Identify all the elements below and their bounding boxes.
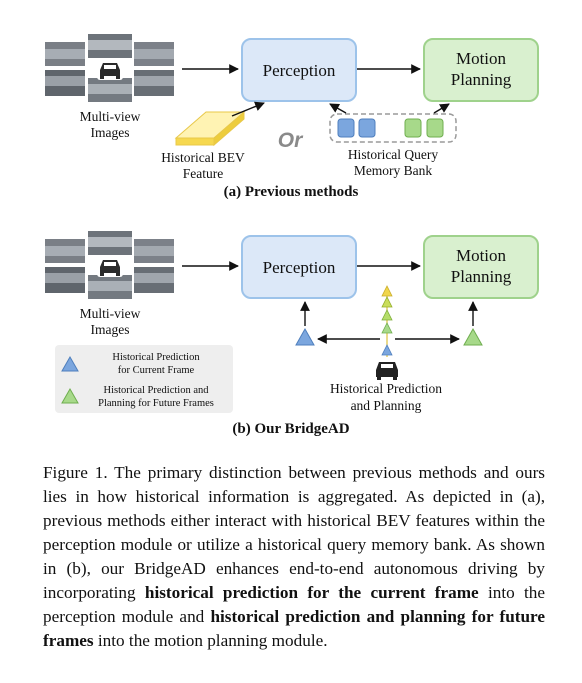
motion-planning-box-a <box>423 38 539 102</box>
legend-green-triangle <box>61 387 79 404</box>
ego-car-small-icon <box>376 362 398 380</box>
multi-view-images-b <box>45 231 174 299</box>
triangle-green-2 <box>381 322 393 334</box>
or-text: Or <box>278 129 304 152</box>
subcaption-b: (b) Our BridgeAD <box>232 421 349 437</box>
legend-item2-1: Historical Prediction and <box>104 385 210 396</box>
bev-label-2: Feature <box>183 166 223 181</box>
triangle-blue-current <box>295 327 315 346</box>
legend-item1-1: Historical Prediction <box>112 352 200 363</box>
triangle-green-1 <box>381 309 393 321</box>
legend-item1-2: for Current Frame <box>118 365 195 376</box>
perception-label-b: Perception <box>263 258 336 277</box>
caption-bold-2: historical prediction and planning for f… <box>43 607 545 650</box>
caption-text-3: into the motion planning module. <box>93 631 328 650</box>
motion-planning-label-a-2: Planning <box>451 70 512 89</box>
images-label-b-2: Images <box>91 322 130 337</box>
motion-planning-label-b-1: Motion <box>456 246 507 265</box>
triangle-blue-small <box>381 344 393 356</box>
arrow-bank-to-perception <box>329 103 347 114</box>
multi-view-images-a <box>45 34 174 102</box>
triangle-green-future <box>463 327 483 346</box>
triangle-yellow-green <box>381 296 393 308</box>
bev-label-1: Historical BEV <box>161 150 245 165</box>
motion-planning-box-b <box>423 235 539 299</box>
perception-label-a: Perception <box>263 61 336 80</box>
motion-planning-label-b-2: Planning <box>451 267 512 286</box>
arrow-bank-to-planning <box>433 103 450 114</box>
hist-label-1: Historical Prediction <box>330 381 442 396</box>
arrow-bev-to-perception <box>231 101 265 117</box>
figure-caption: Figure 1. The primary distinction betwee… <box>43 461 545 653</box>
legend-blue-triangle <box>61 355 79 372</box>
bev-feature-icon <box>174 110 246 147</box>
legend: Historical Prediction for Current Frame … <box>55 345 233 413</box>
motion-planning-label-a-1: Motion <box>456 49 507 68</box>
query-memory-bank <box>329 113 457 143</box>
caption-text-2: into the perception module and <box>43 583 545 626</box>
ego-car-icon <box>97 58 123 80</box>
figure-diagram: Multi-view Images Perception Motion Plan… <box>45 34 539 437</box>
hist-label-2: and Planning <box>351 398 422 413</box>
query-label-2: Memory Bank <box>354 163 433 178</box>
query-label-1: Historical Query <box>348 147 439 162</box>
triangle-yellow-top <box>381 285 393 297</box>
subcaption-a: (a) Previous methods <box>224 184 359 200</box>
legend-item2-2: Planning for Future Frames <box>98 398 214 409</box>
images-label-a-1: Multi-view <box>80 109 141 124</box>
perception-box-a <box>241 38 357 102</box>
caption-bold-1: historical prediction for the current fr… <box>144 583 479 602</box>
perception-box-b <box>241 235 357 299</box>
ego-car-icon <box>97 255 123 277</box>
images-label-a-2: Images <box>91 125 130 140</box>
images-label-b-1: Multi-view <box>80 306 141 321</box>
caption-text-1: Figure 1. The primary distinction betwee… <box>43 463 545 602</box>
